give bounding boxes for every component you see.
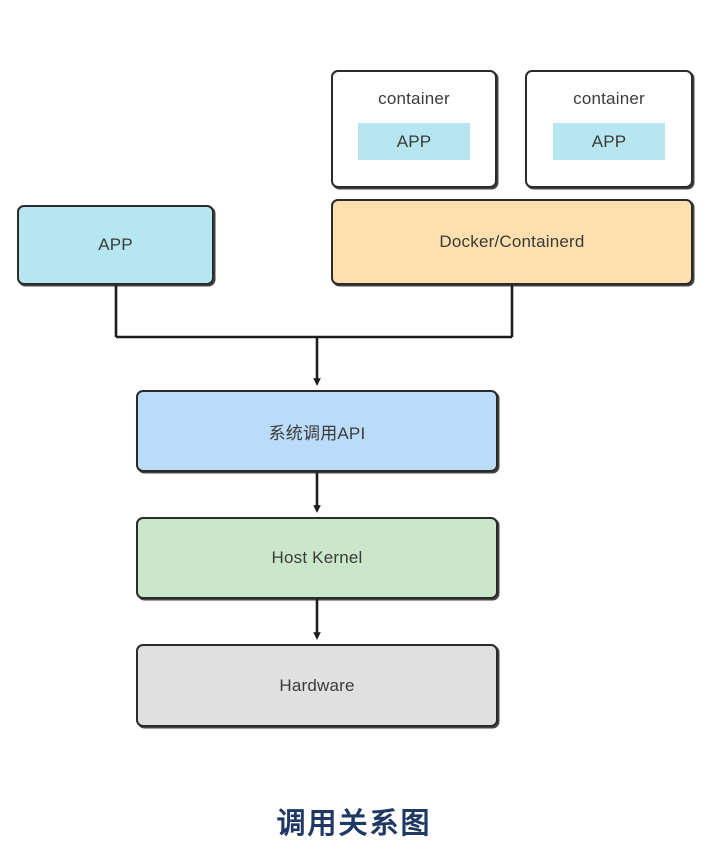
node-docker-label: Docker/Containerd — [439, 232, 585, 251]
node-hardware-label: Hardware — [279, 675, 355, 695]
diagram-caption: 调用关系图 — [276, 808, 432, 840]
container-1-app-badge: APP — [358, 122, 470, 160]
node-app-host[interactable]: APP — [17, 205, 214, 285]
node-app-host-label: APP — [98, 235, 133, 254]
node-syscall-api[interactable]: 系统调用API — [136, 390, 498, 472]
container-2-app-badge: APP — [553, 122, 665, 160]
node-container-1[interactable]: container APP — [331, 70, 497, 188]
node-docker-containerd[interactable]: Docker/Containerd — [331, 199, 693, 285]
container-2-label: container — [573, 89, 645, 108]
container-1-label: container — [378, 89, 450, 108]
node-host-kernel[interactable]: Host Kernel — [136, 517, 498, 599]
node-hardware[interactable]: Hardware — [136, 644, 498, 727]
node-host-kernel-label: Host Kernel — [271, 548, 363, 567]
node-syscall-api-label: 系统调用API — [268, 423, 366, 443]
node-container-2[interactable]: container APP — [525, 70, 693, 188]
